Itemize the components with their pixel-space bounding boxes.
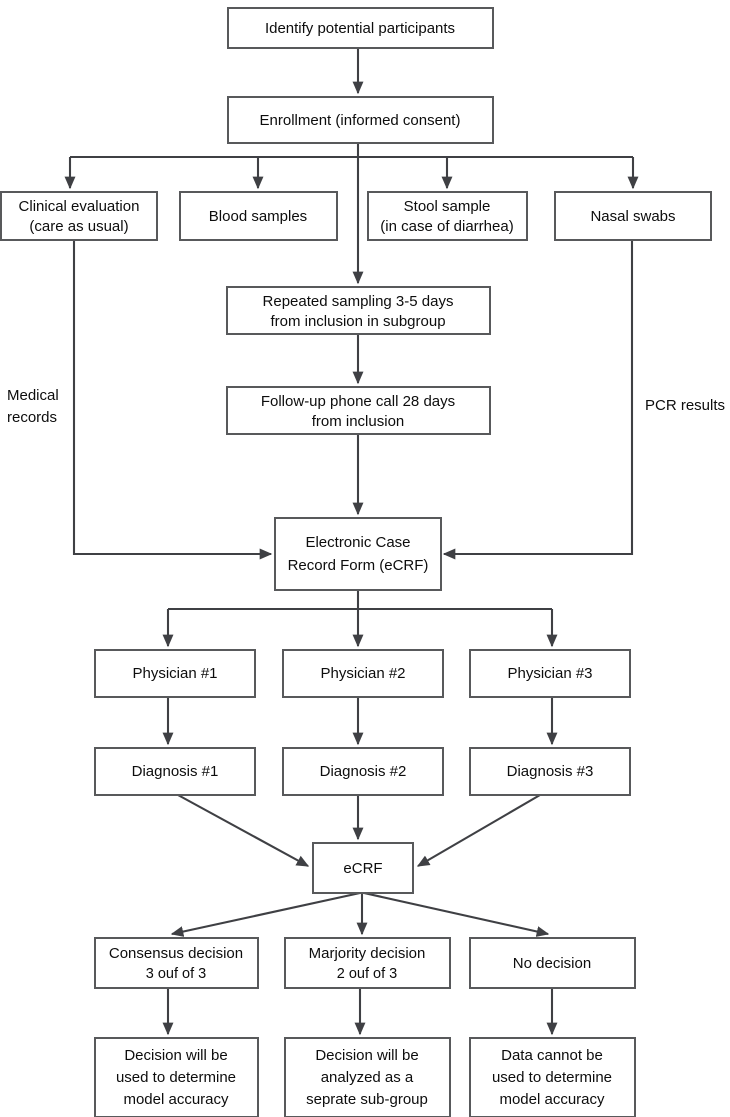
node-box[interactable] [367,191,528,241]
edge-ecrf-small-to-no-decision [363,891,550,937]
connector-layer [64,48,639,1036]
node-label-line3: model accuracy [499,1091,605,1108]
node-box[interactable] [227,7,494,49]
node-box[interactable] [284,1037,451,1117]
node-label-line1: Consensus decision [109,945,243,962]
node-outcome-consensus[interactable]: Decision will be used to determine model… [94,1037,259,1117]
node-box[interactable] [469,747,631,796]
node-physician-2[interactable]: Physician #2 [282,649,444,698]
edge-label-line1: Medical [7,387,59,404]
node-box[interactable] [179,191,338,241]
node-label-line2: from inclusion in subgroup [270,313,445,330]
node-physician-3[interactable]: Physician #3 [469,649,631,698]
node-label-line2: 3 ouf of 3 [146,966,206,982]
node-nasal-swabs[interactable]: Nasal swabs [554,191,712,241]
node-label-line1: Clinical evaluation [19,198,140,215]
node-label-line1: Marjority decision [309,945,426,962]
node-diagnosis-3[interactable]: Diagnosis #3 [469,747,631,796]
node-label-line1: Electronic Case [305,534,410,551]
node-label: eCRF [343,860,382,877]
node-consensus-decision[interactable]: Consensus decision 3 ouf of 3 [94,937,259,989]
node-no-decision[interactable]: No decision [469,937,636,989]
node-box[interactable] [94,1037,259,1117]
node-box[interactable] [274,517,442,591]
edge-label-medical-records: Medical records [7,387,59,426]
edge-ecrf-small-to-consensus [170,891,361,937]
node-box[interactable] [226,386,491,435]
node-label: Diagnosis #2 [320,763,407,780]
node-label: No decision [513,955,591,972]
node-box[interactable] [282,747,444,796]
node-follow-up-phone-call[interactable]: Follow-up phone call 28 days from inclus… [226,386,491,435]
node-label: Diagnosis #1 [132,763,219,780]
node-repeated-sampling[interactable]: Repeated sampling 3-5 days from inclusio… [226,286,491,335]
edge-clinical-evaluation-to-ecrf [72,240,273,560]
node-label-line2: (care as usual) [29,218,128,235]
node-label-line1: Data cannot be [501,1047,603,1064]
node-ecrf-small[interactable]: eCRF [312,842,414,894]
node-diagnosis-2[interactable]: Diagnosis #2 [282,747,444,796]
node-label-line3: model accuracy [123,1091,229,1108]
node-label: Physician #2 [320,665,405,682]
node-box[interactable] [226,286,491,335]
edge-diagnosis-1-to-ecrf-small [177,794,310,867]
edge-diagnosis-3-to-ecrf-small [416,794,541,867]
node-label: Physician #1 [132,665,217,682]
node-enrollment[interactable]: Enrollment (informed consent) [227,96,494,144]
node-clinical-evaluation[interactable]: Clinical evaluation (care as usual) [0,191,158,241]
node-label-line1: Repeated sampling 3-5 days [263,293,454,310]
node-label: Enrollment (informed consent) [260,112,461,129]
node-box[interactable] [94,937,259,989]
node-identify-potential-participants[interactable]: Identify potential participants [227,7,494,49]
node-majority-decision[interactable]: Marjority decision 2 ouf of 3 [284,937,451,989]
edge-nasal-swabs-to-ecrf [442,240,634,560]
node-label-line2: 2 ouf of 3 [337,966,397,982]
node-ecrf-main[interactable]: Electronic Case Record Form (eCRF) [274,517,442,591]
node-label-line2: used to determine [492,1069,612,1086]
node-box[interactable] [94,747,256,796]
node-box[interactable] [469,937,636,989]
node-label-line1: Decision will be [124,1047,227,1064]
node-label-line1: Decision will be [315,1047,418,1064]
edge-label-line1: PCR results [645,397,725,414]
node-label-line2: used to determine [116,1069,236,1086]
node-label-line3: seprate sub-group [306,1091,428,1108]
edge-label-line2: records [7,409,57,426]
node-outcome-none[interactable]: Data cannot be used to determine model a… [469,1037,636,1117]
node-label: Nasal swabs [590,208,675,225]
node-box[interactable] [312,842,414,894]
node-outcome-majority[interactable]: Decision will be analyzed as a seprate s… [284,1037,451,1117]
node-stool-sample[interactable]: Stool sample (in case of diarrhea) [367,191,528,241]
node-box[interactable] [284,937,451,989]
node-label: Identify potential participants [265,20,455,37]
node-box[interactable] [282,649,444,698]
node-label-line2: (in case of diarrhea) [380,218,513,235]
node-box[interactable] [94,649,256,698]
node-label: Blood samples [209,208,307,225]
node-box[interactable] [227,96,494,144]
node-box[interactable] [554,191,712,241]
node-diagnosis-1[interactable]: Diagnosis #1 [94,747,256,796]
node-box[interactable] [469,1037,636,1117]
edge-label-pcr-results: PCR results [645,397,725,414]
node-label-line2: Record Form (eCRF) [288,557,429,574]
node-label-line1: Follow-up phone call 28 days [261,393,455,410]
node-label-line2: analyzed as a [321,1069,414,1086]
node-blood-samples[interactable]: Blood samples [179,191,338,241]
node-label-line1: Stool sample [404,198,491,215]
node-box[interactable] [0,191,158,241]
node-box[interactable] [469,649,631,698]
node-label: Diagnosis #3 [507,763,594,780]
node-physician-1[interactable]: Physician #1 [94,649,256,698]
node-label-line2: from inclusion [312,413,405,430]
node-label: Physician #3 [507,665,592,682]
